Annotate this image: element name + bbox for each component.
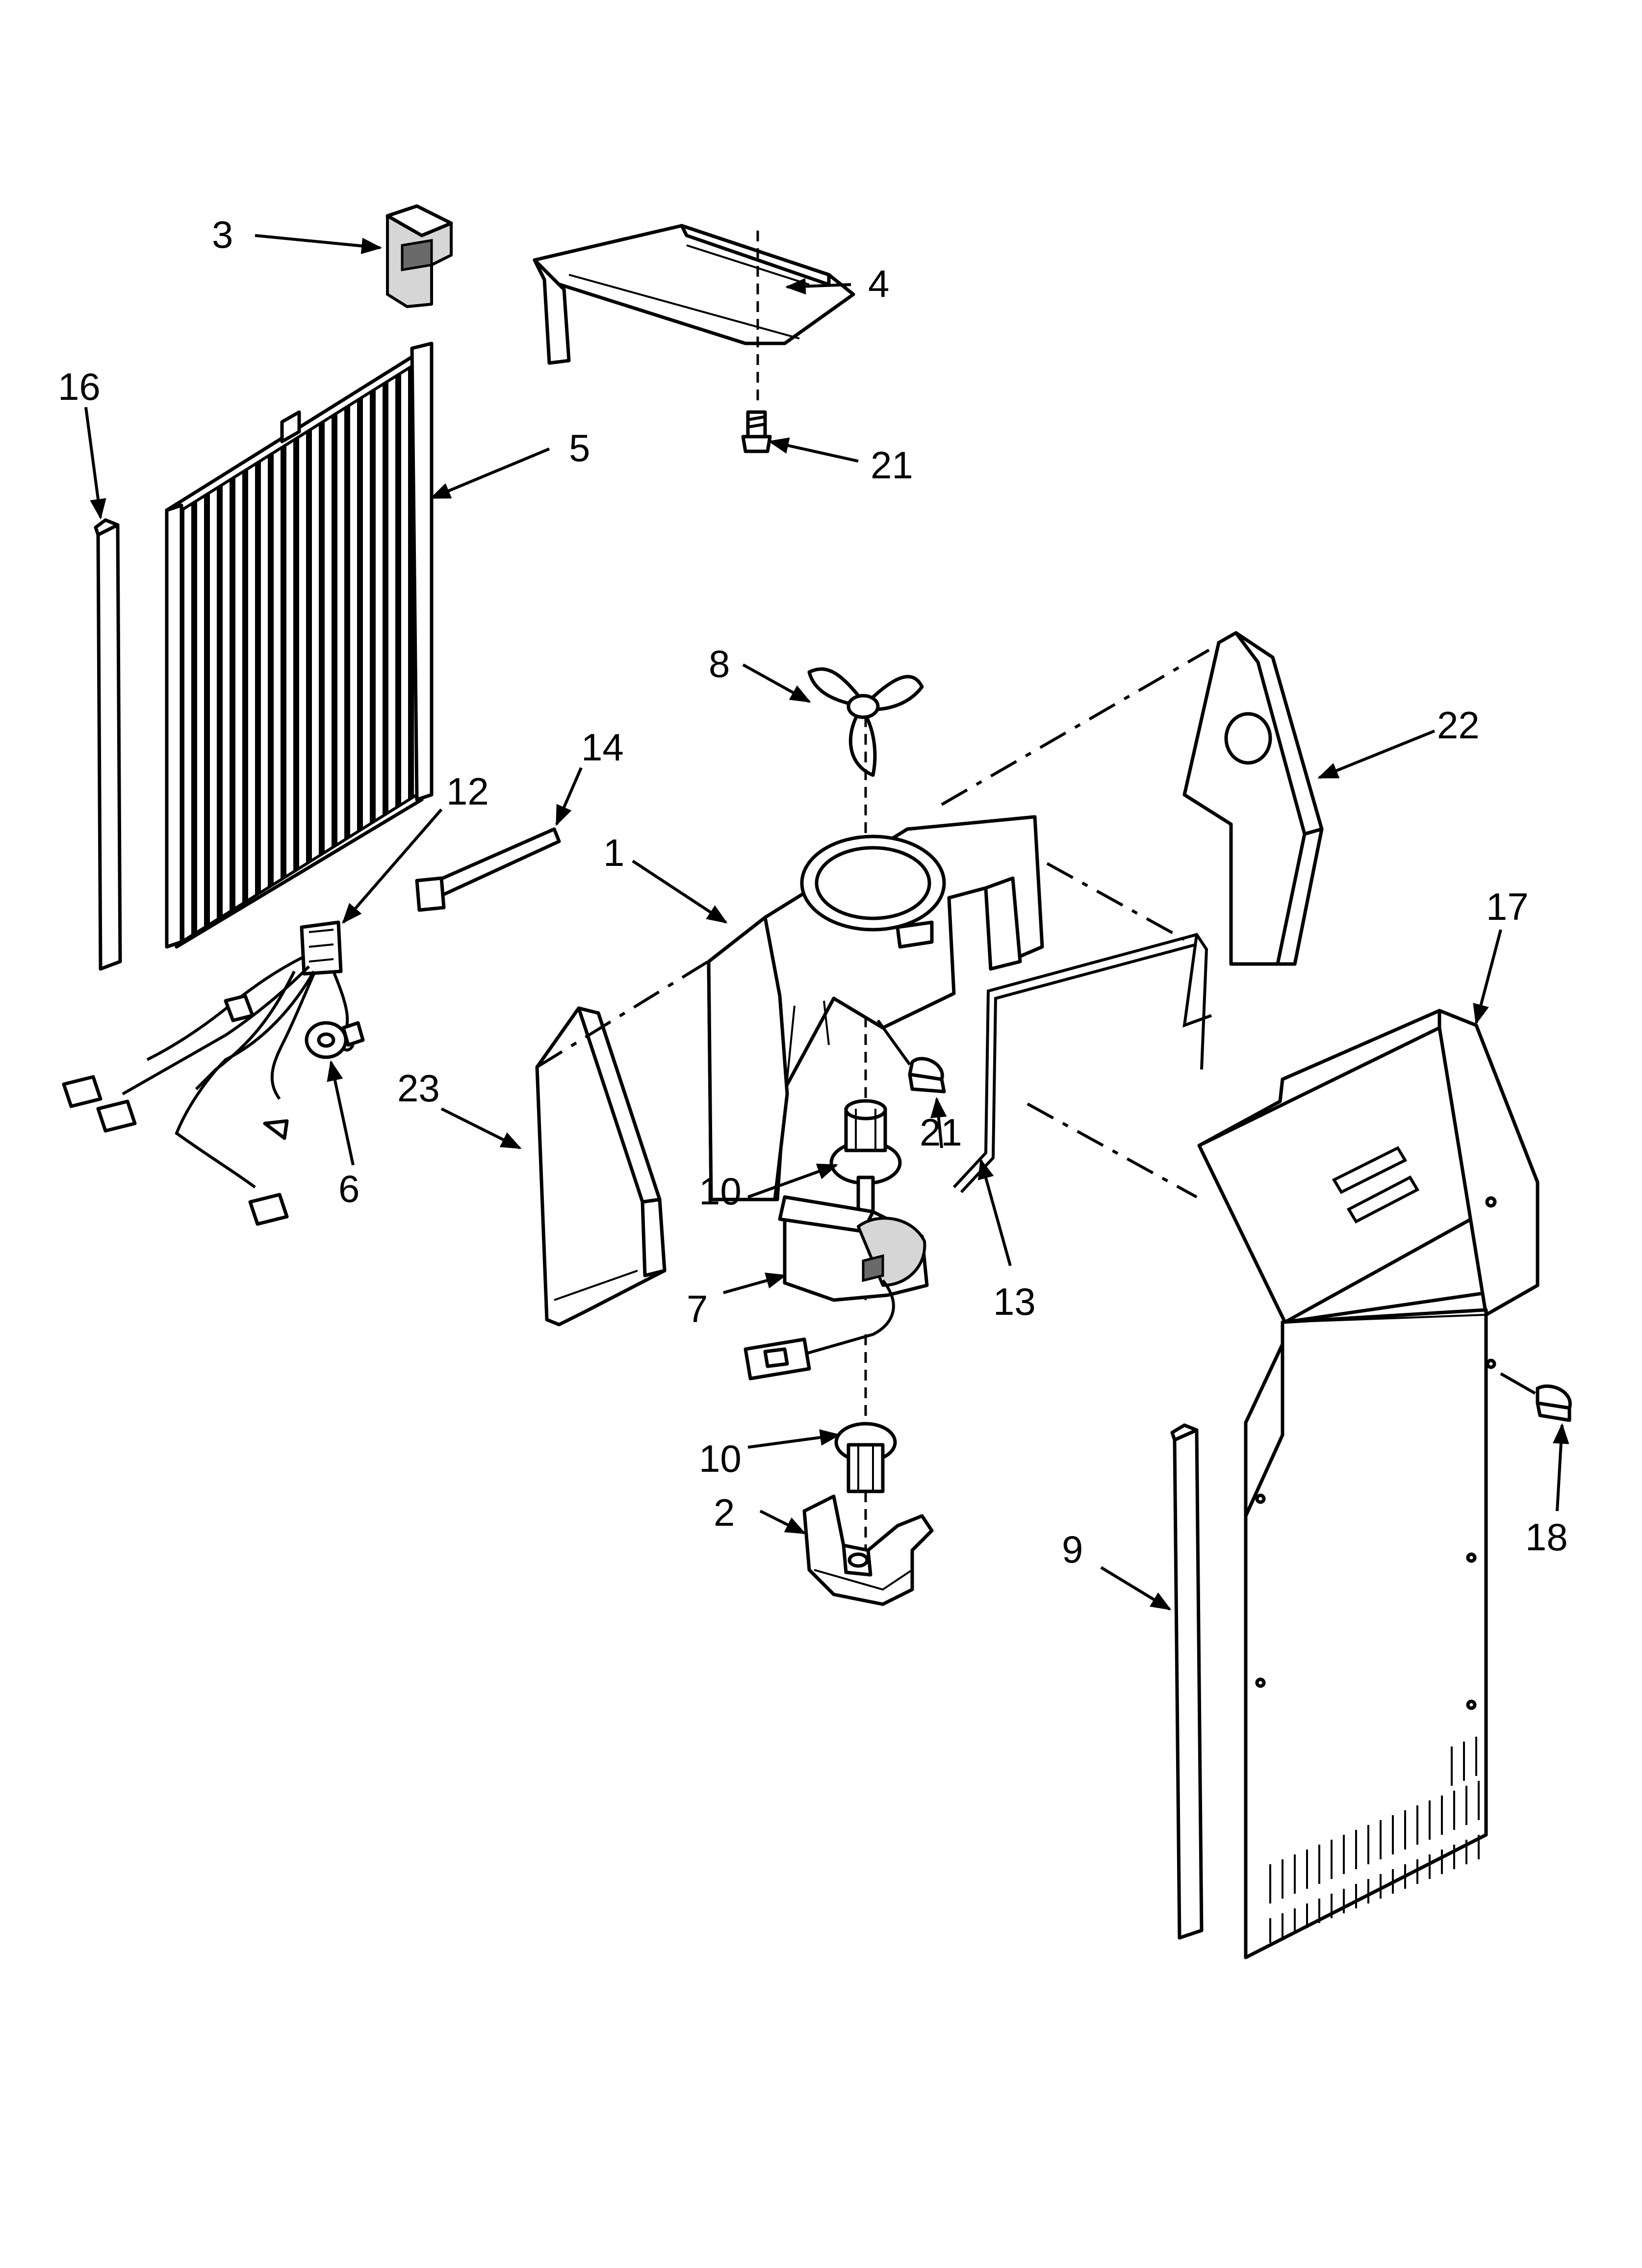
part-12-wire-harness xyxy=(62,920,365,1226)
part-23-side-panel-left xyxy=(535,1006,667,1327)
callout-7: 7 xyxy=(687,1287,708,1330)
callout-23: 23 xyxy=(397,1067,440,1110)
part-22-side-panel-right xyxy=(1182,631,1324,966)
part-17-rear-cover xyxy=(1197,1009,1539,1959)
callout-22: 22 xyxy=(1437,704,1480,747)
part-10-bushing-upper xyxy=(829,1099,902,1185)
vent-grille xyxy=(1269,1737,1480,1943)
part-21-screw-lower xyxy=(876,1019,946,1094)
part-21-screw-upper xyxy=(741,410,772,453)
part-10-bushing-lower xyxy=(834,1422,897,1493)
part-13-wire-frame xyxy=(952,933,1212,1194)
part-2-motor-bracket xyxy=(802,1494,934,1606)
callout-6: 6 xyxy=(338,1167,359,1210)
callout-9: 9 xyxy=(1062,1528,1083,1571)
callout-2: 2 xyxy=(714,1491,735,1534)
callout-17: 17 xyxy=(1486,885,1529,928)
part-5-evaporator xyxy=(165,341,434,949)
part-3-bracket xyxy=(385,204,453,308)
part-8-fan-blade xyxy=(807,667,924,777)
callout-4: 4 xyxy=(868,262,889,305)
part-16-strip xyxy=(94,518,122,971)
part-9-strip xyxy=(1170,1423,1204,1940)
callout-21-upper: 21 xyxy=(871,443,913,487)
callout-labels: 3 4 16 5 21 8 14 22 12 1 17 23 21 6 10 1… xyxy=(58,213,1568,1571)
callout-10-lower: 10 xyxy=(699,1437,742,1480)
part-6-grommet xyxy=(305,1021,348,1059)
callout-21-lower: 21 xyxy=(920,1111,962,1154)
part-18-screw xyxy=(1500,1372,1572,1422)
callout-10-upper: 10 xyxy=(699,1170,742,1213)
alignment-lines xyxy=(536,649,1210,1199)
part-4-duct-cover xyxy=(533,224,855,365)
part-1-fan-housing xyxy=(707,815,1044,1201)
callout-18: 18 xyxy=(1525,1515,1568,1559)
callout-13: 13 xyxy=(993,1280,1036,1323)
callout-14: 14 xyxy=(581,726,624,769)
callout-3: 3 xyxy=(212,213,233,256)
part-7-fan-motor xyxy=(744,1175,929,1381)
leader-lines xyxy=(84,234,1569,1611)
callout-5: 5 xyxy=(569,426,590,469)
part-14-cable-tie xyxy=(415,827,561,912)
callout-8: 8 xyxy=(709,642,730,685)
callout-12: 12 xyxy=(446,770,489,813)
callout-16: 16 xyxy=(58,365,101,408)
callout-1: 1 xyxy=(603,831,624,874)
